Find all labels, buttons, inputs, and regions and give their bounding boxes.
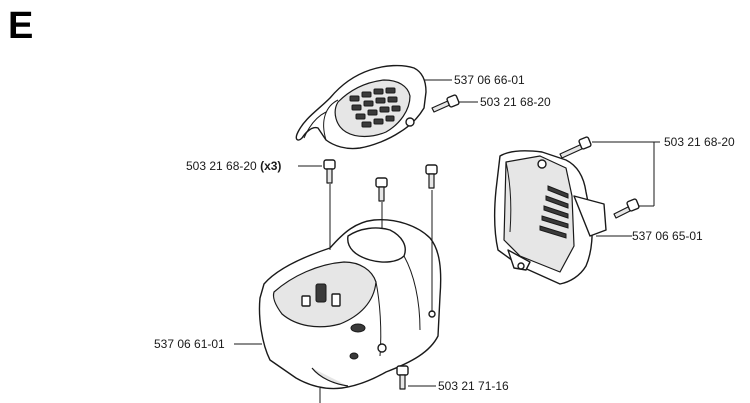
section-letter: E [8,5,33,47]
callout-housing-main: 537 06 61-01 [154,337,225,351]
callout-screw-top: 503 21 68-20 [480,95,551,109]
right-cover-ribs [539,185,569,239]
screw-right-upper [559,136,592,159]
callout-screws-x3-qty: (x3) [260,159,281,173]
right-cover-part [493,150,607,285]
top-cover-part [295,64,427,150]
callout-cover-top: 537 06 66-01 [454,73,525,87]
leader-lines [234,79,660,403]
callout-screws-x3-number: 503 21 68-20 [186,159,257,173]
callout-screws-x3: 503 21 68-20 (x3) [186,159,281,173]
screw-vertical-left [323,159,336,184]
main-housing-part [258,219,442,390]
callout-screw-bottom: 503 21 71-16 [438,379,509,393]
screw-right-lower [613,198,640,219]
screw-top [431,94,460,113]
callout-screw-right: 503 21 68-20 [664,135,735,149]
screw-bottom [396,365,409,390]
screw-vertical-middle [375,177,388,202]
screw-vertical-right [425,164,438,189]
top-cover-vents [349,87,401,128]
callout-cover-right: 537 06 65-01 [632,229,703,243]
